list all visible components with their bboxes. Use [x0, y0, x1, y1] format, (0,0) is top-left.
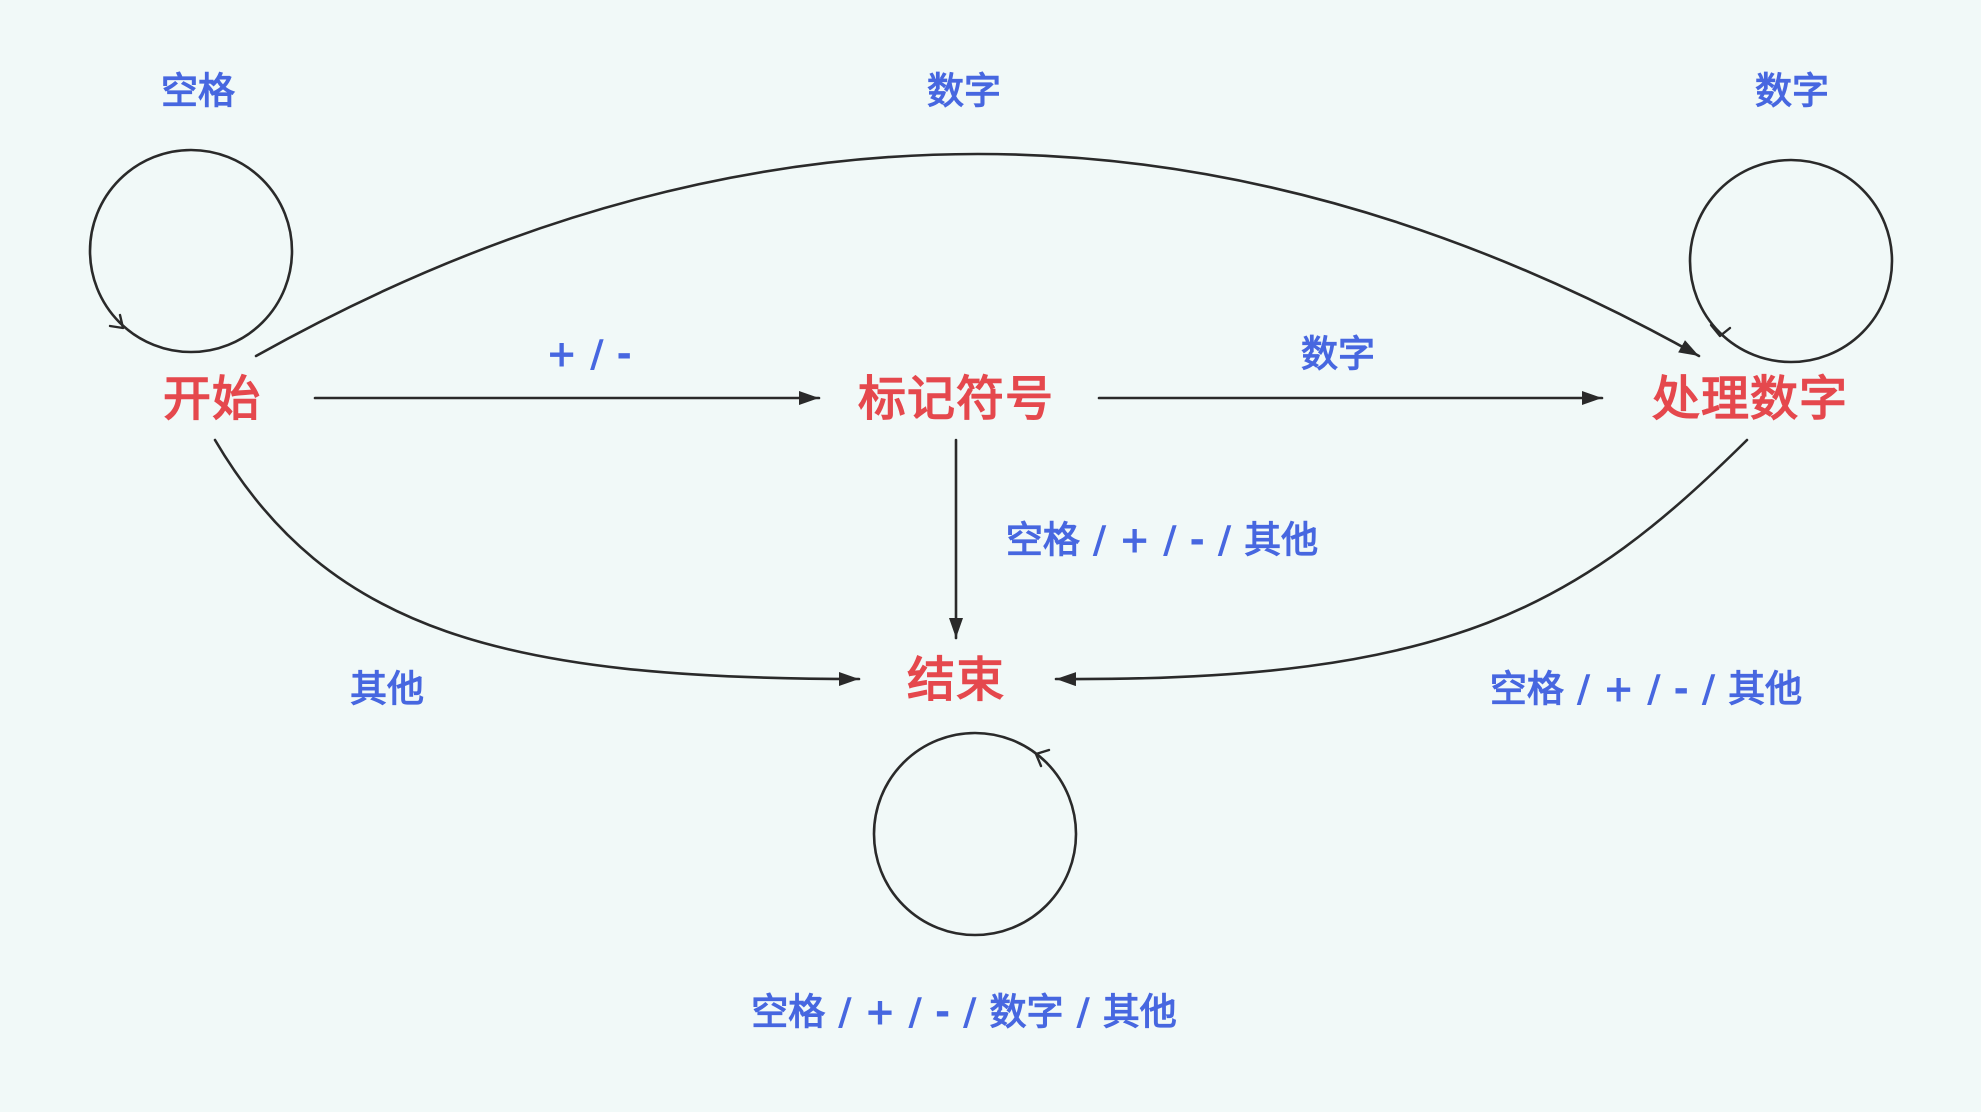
node-start: 开始	[162, 371, 262, 427]
label-sign-to-end: 空格 / + / - / 其他	[1005, 518, 1319, 562]
label-start-to-sign: + / -	[546, 332, 632, 376]
node-end: 结束	[906, 652, 1006, 708]
label-start-loop: 空格	[161, 69, 235, 113]
end-loop-arrowhead-icon	[1034, 748, 1051, 768]
start-self-loop	[88, 148, 294, 354]
number-self-loop	[1688, 158, 1894, 364]
label-start-to-end: 其他	[350, 667, 424, 711]
label-start-to-number: 数字	[927, 69, 1001, 113]
label-number-loop: 数字	[1755, 69, 1829, 113]
node-number: 处理数字	[1651, 371, 1849, 427]
edge-number-to-end	[1054, 438, 1749, 687]
label-sign-to-number: 数字	[1301, 332, 1375, 376]
end-self-loop	[872, 731, 1078, 937]
edge-start-to-number	[254, 152, 1701, 358]
edge-start-to-end	[213, 438, 861, 686]
label-end-loop: 空格 / + / - / 数字 / 其他	[751, 990, 1177, 1034]
node-sign: 标记符号	[857, 371, 1055, 427]
start-loop-arrowhead-icon	[108, 313, 125, 330]
label-number-to-end: 空格 / + / - / 其他	[1489, 667, 1803, 711]
number-loop-arrowhead-icon	[1709, 323, 1732, 338]
